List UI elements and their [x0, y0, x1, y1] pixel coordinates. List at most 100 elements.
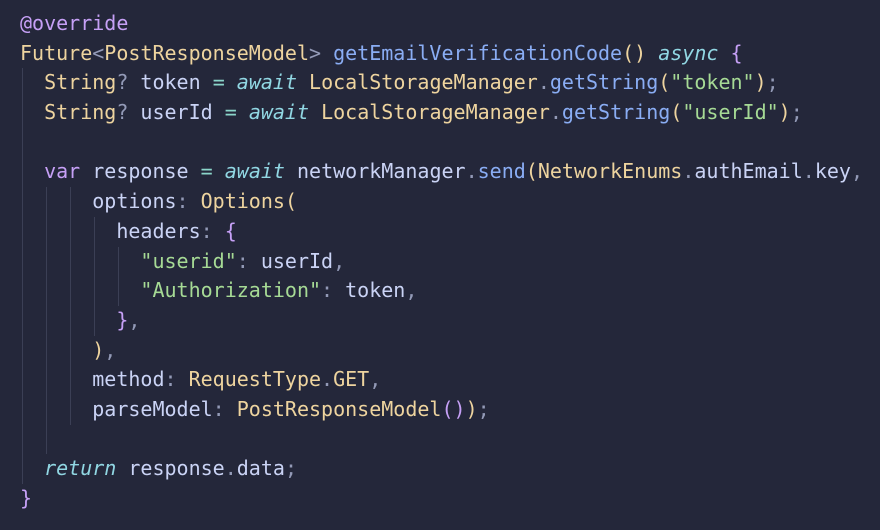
code-token: "token": [670, 70, 755, 95]
code-token: send: [477, 159, 526, 184]
code-token: async: [658, 40, 719, 65]
indent-guide: [22, 157, 23, 188]
indent-guide: [70, 305, 72, 336]
indent-guide: [46, 335, 48, 366]
code-token: [646, 41, 658, 65]
indent-guide: [22, 98, 23, 128]
indent-guide: [22, 454, 23, 484]
code-token: token: [345, 278, 406, 303]
code-line[interactable]: Future<PostResponseModel> getEmailVerifi…: [0, 39, 880, 69]
code-token: .: [465, 159, 478, 184]
code-token: ;: [477, 396, 490, 421]
indent-guide: [70, 246, 72, 277]
code-token: response: [116, 456, 225, 481]
code-line[interactable]: String? token = await LocalStorageManage…: [0, 68, 880, 99]
code-line[interactable]: },: [0, 305, 880, 336]
code-token: headers: [116, 218, 201, 243]
indent-guide: [46, 365, 48, 395]
code-token: :: [321, 278, 346, 303]
indent-guide: [94, 216, 96, 247]
code-token: ;: [766, 70, 779, 95]
code-token: ): [465, 396, 478, 421]
code-token: authEmail: [694, 159, 803, 184]
code-token: [20, 308, 116, 332]
code-token: userId: [260, 248, 334, 273]
code-token: }: [20, 486, 33, 510]
code-line[interactable]: [0, 424, 880, 455]
code-token: [20, 219, 116, 243]
code-line[interactable]: "Authorization": token,: [0, 276, 880, 306]
code-line[interactable]: [0, 127, 880, 158]
indent-guide: [70, 365, 72, 395]
code-line[interactable]: parseModel: PostResponseModel());: [0, 394, 880, 425]
code-line[interactable]: }: [0, 484, 880, 514]
code-token: [20, 159, 44, 183]
code-token: await: [224, 159, 285, 184]
code-line[interactable]: return response.data;: [0, 454, 880, 484]
code-line[interactable]: method: RequestType.GET,: [0, 365, 880, 395]
code-line[interactable]: var response = await networkManager.send…: [0, 157, 880, 188]
code-line[interactable]: @override: [0, 9, 880, 39]
code-token: getString: [561, 100, 671, 125]
code-token: key: [814, 159, 851, 184]
code-token: ,: [104, 337, 117, 362]
code-token: PostResponseModel: [104, 40, 309, 65]
code-token: {: [730, 40, 743, 65]
code-token: response: [80, 159, 201, 184]
code-token: ,: [333, 248, 346, 273]
code-token: :: [176, 189, 201, 214]
code-token: ): [778, 100, 791, 125]
code-token: [225, 70, 237, 94]
code-token: token: [128, 70, 213, 95]
code-token: [213, 159, 225, 183]
code-token: NetworkEnums: [537, 159, 683, 184]
indent-guide: [46, 187, 48, 217]
indent-guide: [70, 187, 72, 217]
code-token: :: [200, 218, 225, 243]
code-token: userId: [128, 100, 225, 125]
code-token: .: [321, 367, 334, 392]
code-token: GET: [333, 367, 370, 392]
indent-guide: [22, 394, 23, 425]
code-token: var: [44, 159, 81, 184]
code-line[interactable]: "userid": userId,: [0, 246, 880, 277]
code-token: }: [116, 307, 129, 332]
indent-guide: [94, 305, 96, 336]
code-token: =: [200, 159, 213, 184]
indent-guide: [46, 394, 48, 425]
code-token: String: [44, 70, 117, 95]
code-line[interactable]: options: Options(: [0, 187, 880, 217]
indent-guide: [22, 305, 23, 336]
code-token: parseModel: [92, 396, 213, 421]
code-token: ,: [405, 278, 418, 303]
indent-guide: [22, 365, 23, 395]
indent-guide: [22, 187, 23, 217]
code-token: .: [682, 159, 695, 184]
code-token: RequestType: [188, 367, 322, 392]
code-token: Future: [20, 40, 93, 65]
code-token: (: [670, 100, 683, 125]
code-line[interactable]: headers: {: [0, 216, 880, 247]
code-token: data: [236, 456, 285, 481]
code-token: .: [224, 456, 237, 481]
code-line[interactable]: String? userId = await LocalStorageManag…: [0, 98, 880, 128]
code-token: [718, 41, 730, 65]
code-line[interactable]: ),: [0, 335, 880, 366]
code-token: <: [92, 40, 105, 65]
indent-guide: [22, 335, 23, 366]
code-token: [20, 278, 140, 302]
code-token: @override: [20, 11, 129, 35]
code-token: >: [309, 40, 334, 65]
code-token: getString: [549, 70, 659, 95]
code-token: ,: [128, 307, 141, 332]
code-token: :: [236, 248, 261, 273]
indent-guide: [70, 394, 72, 425]
code-token: {: [224, 218, 237, 243]
code-token: [297, 70, 309, 94]
code-token: [20, 100, 44, 124]
code-token: "Authorization": [140, 278, 322, 303]
code-token: ,: [850, 159, 863, 184]
code-token: .: [537, 70, 550, 95]
code-token: [20, 189, 92, 213]
